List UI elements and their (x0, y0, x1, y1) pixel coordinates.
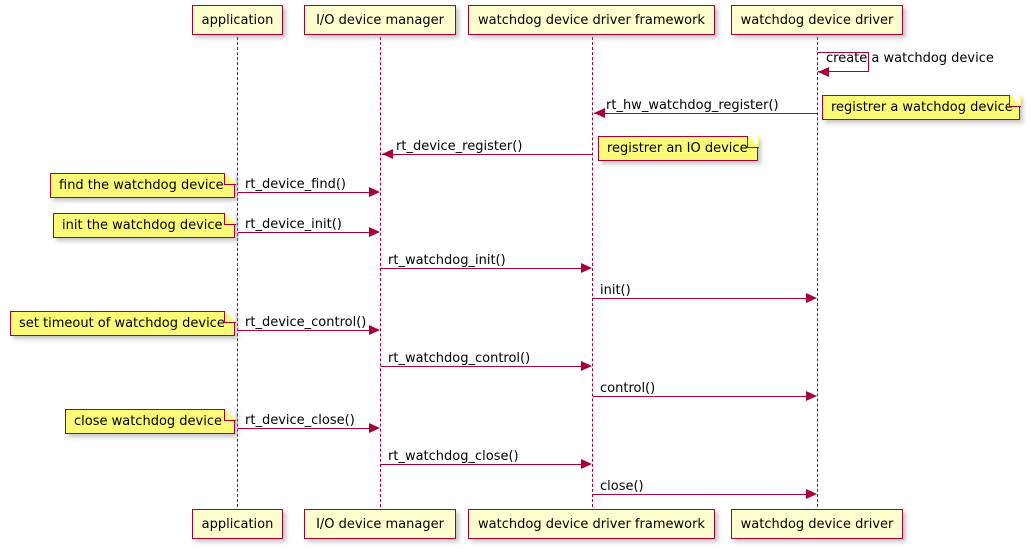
message-init-arrowhead (806, 293, 817, 303)
participant-label: watchdog device driver framework (478, 516, 705, 532)
message-rt-device-control-arrowhead (369, 325, 380, 335)
note-text: init the watchdog device (62, 218, 223, 233)
message-rt-watchdog-close-line (381, 464, 581, 465)
message-rt-watchdog-control-arrowhead (581, 361, 592, 371)
lifeline-watchdog-driver (817, 37, 818, 507)
message-control-line (593, 396, 806, 397)
participant-label: application (201, 12, 274, 28)
participant-application-bottom[interactable]: application (192, 509, 283, 539)
message-rt-watchdog-init-arrowhead (581, 263, 592, 273)
message-close-label: close() (600, 479, 644, 494)
message-rt-device-find-label: rt_device_find() (245, 177, 346, 192)
message-rt-device-find-line (238, 192, 369, 193)
message-rt-device-init-line (238, 232, 369, 233)
note-fold-corner-icon (223, 309, 236, 323)
message-rt-watchdog-control-label: rt_watchdog_control() (388, 351, 531, 366)
note-find-the-watchdog-device: find the watchdog device (50, 171, 236, 198)
note-fold-corner-icon (746, 134, 759, 148)
participant-watchdog-driver-bottom[interactable]: watchdog device driver (731, 509, 903, 539)
note-init-the-watchdog-device: init the watchdog device (53, 211, 236, 238)
participant-label: I/O device manager (316, 12, 444, 28)
message-create-watchdog-device-loop (818, 52, 869, 72)
note-text: set timeout of watchdog device (19, 316, 225, 331)
participant-label: watchdog device driver (740, 12, 894, 28)
participant-application-top[interactable]: application (192, 5, 283, 35)
lifeline-io-device-manager (380, 37, 381, 507)
participant-label: I/O device manager (316, 516, 444, 532)
note-text: registrer a watchdog device (831, 100, 1013, 115)
participant-label: watchdog device driver framework (478, 12, 705, 28)
participant-watchdog-framework-bottom[interactable]: watchdog device driver framework (468, 509, 715, 539)
message-rt-hw-watchdog-register-line (594, 113, 817, 114)
participant-io-device-manager-bottom[interactable]: I/O device manager (304, 509, 456, 539)
lifeline-watchdog-framework (592, 37, 593, 507)
note-text: find the watchdog device (59, 178, 224, 193)
message-rt-watchdog-control-line (381, 366, 581, 367)
note-registrer-a-watchdog-device: registrer a watchdog device (822, 93, 1021, 120)
message-rt-device-close-line (238, 428, 369, 429)
note-registrer-an-io-device: registrer an IO device (598, 134, 759, 161)
message-rt-watchdog-close-label: rt_watchdog_close() (388, 449, 519, 464)
message-rt-device-close-label: rt_device_close() (245, 413, 355, 428)
message-control-label: control() (600, 381, 656, 396)
message-rt-device-close-arrowhead (369, 423, 380, 433)
participant-watchdog-framework-top[interactable]: watchdog device driver framework (468, 5, 715, 35)
message-rt-device-control-line (238, 330, 369, 331)
message-rt-device-find-arrowhead (369, 187, 380, 197)
message-rt-hw-watchdog-register-label: rt_hw_watchdog_register() (606, 98, 779, 113)
note-text: registrer an IO device (607, 141, 748, 156)
lifeline-application (237, 37, 238, 507)
message-rt-device-register-arrowhead (382, 149, 393, 159)
message-rt-watchdog-init-line (381, 268, 581, 269)
note-fold-corner-icon (223, 171, 236, 185)
message-create-watchdog-device-label: create a watchdog device (826, 51, 994, 66)
message-rt-device-register-label: rt_device_register() (396, 139, 523, 154)
note-fold-corner-icon (1008, 93, 1021, 107)
message-rt-hw-watchdog-register-arrowhead (594, 108, 605, 118)
message-create-watchdog-device-arrowhead (818, 67, 829, 77)
participant-label: application (201, 516, 274, 532)
note-set-timeout-of-watchdog-device: set timeout of watchdog device (10, 309, 236, 336)
participant-label: watchdog device driver (740, 516, 894, 532)
participant-watchdog-driver-top[interactable]: watchdog device driver (731, 5, 903, 35)
note-fold-corner-icon (223, 211, 236, 225)
message-init-line (593, 298, 806, 299)
message-rt-watchdog-init-label: rt_watchdog_init() (388, 253, 506, 268)
note-fold-corner-icon (223, 407, 236, 421)
message-init-label: init() (600, 283, 631, 298)
message-control-arrowhead (806, 391, 817, 401)
note-close-watchdog-device: close watchdog device (65, 407, 236, 434)
message-rt-device-control-label: rt_device_control() (245, 315, 367, 330)
message-close-line (593, 494, 806, 495)
message-rt-watchdog-close-arrowhead (581, 459, 592, 469)
message-rt-device-init-arrowhead (369, 227, 380, 237)
note-text: close watchdog device (74, 414, 222, 429)
message-rt-device-init-label: rt_device_init() (245, 217, 342, 232)
message-rt-device-register-line (382, 154, 592, 155)
message-close-arrowhead (806, 489, 817, 499)
participant-io-device-manager-top[interactable]: I/O device manager (304, 5, 456, 35)
